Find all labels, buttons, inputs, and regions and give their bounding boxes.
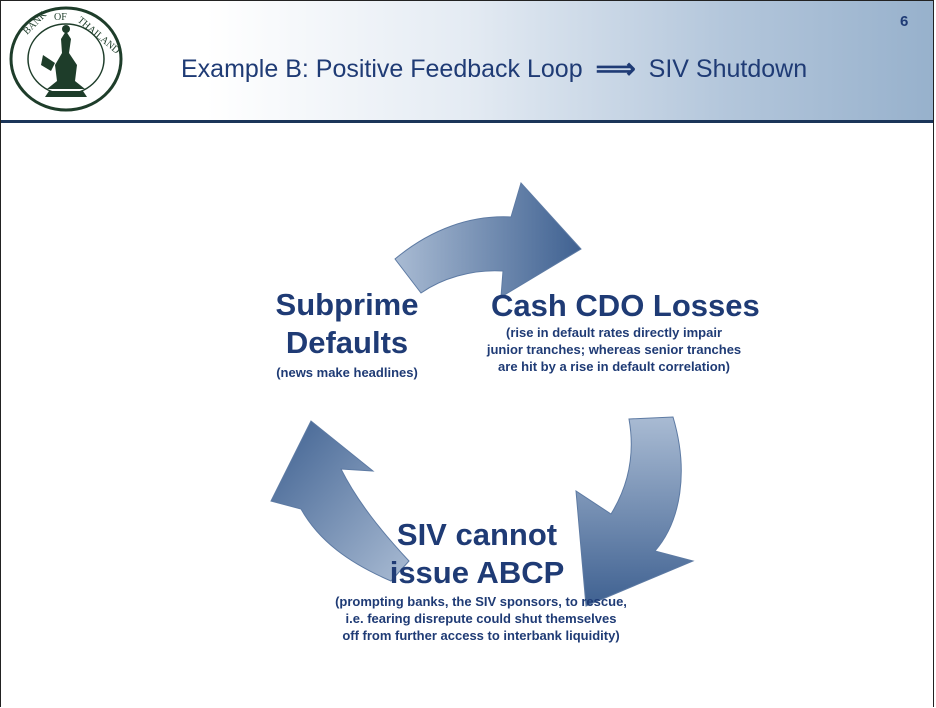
node-cdo-note: (rise in default rates directly impair j… [486,325,742,374]
slide-header: BANK OF THAILAND Example B: Positive Fee… [1,1,933,123]
node-cdo-title: Cash CDO Losses [491,288,760,323]
slide-title: Example B: Positive Feedback Loop ⟹ SIV … [181,48,807,88]
node-siv-note: (prompting banks, the SIV sponsors, to r… [335,594,627,643]
arrow-siv-to-subprime [270,420,410,582]
node-subprime-title: Subprime Defaults [275,287,419,360]
arrow-cdo-to-siv [575,416,695,607]
title-suffix: SIV Shutdown [648,55,808,83]
node-siv-title: SIV cannot issue ABCP [389,517,565,590]
bank-seal-logo: BANK OF THAILAND [9,6,123,112]
title-prefix: Example B: Positive Feedback Loop [181,55,583,83]
arrow-subprime-to-cdo [394,182,582,298]
node-subprime-note: (news make headlines) [276,365,418,380]
svg-text:OF: OF [54,12,67,23]
implies-arrow-icon: ⟹ [595,53,636,84]
page-number: 6 [900,13,909,30]
